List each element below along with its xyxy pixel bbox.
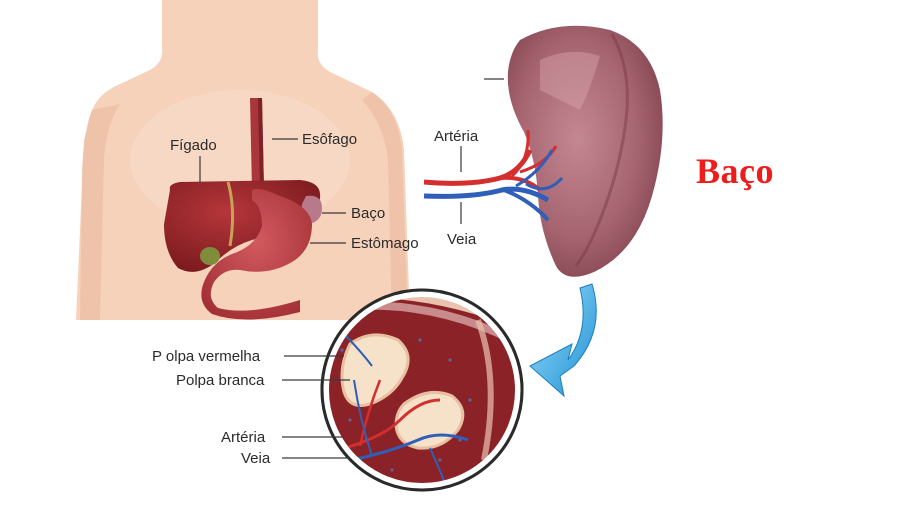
torso-illustration [76,0,410,320]
page-title: Baço [696,151,774,191]
label-liver: Fígado [170,137,217,154]
torso-leaders [199,138,346,244]
label-stomach: Estômago [351,235,419,252]
label-vein-detail: Veia [241,450,271,467]
torso-shade-right [362,92,408,320]
label-red-pulp: P olpa vermelha [152,348,261,365]
label-vein-spleen: Veia [447,231,477,248]
liver-ligament [226,181,235,247]
white-pulp-1 [340,333,410,407]
spleen-body [507,25,663,277]
spleen-vessels [423,129,564,222]
spleen-ridge [574,33,629,267]
spleen-highlight [540,51,600,110]
label-esophagus: Esôfago [302,131,357,148]
label-white-pulp: Polpa branca [176,372,265,389]
zoom-arrow [529,283,597,398]
detail-leaders [282,355,350,459]
spleen-cross-section [320,288,524,492]
label-artery-detail: Artéria [221,429,266,446]
gallbladder [200,247,220,265]
spleen-leaders [460,78,504,224]
torso-shade [80,104,120,320]
esophagus-shade [258,98,264,190]
spleen-large [423,25,663,277]
label-spleen-torso: Baço [351,205,385,222]
stomach [201,188,312,320]
label-artery-spleen: Artéria [434,128,479,145]
